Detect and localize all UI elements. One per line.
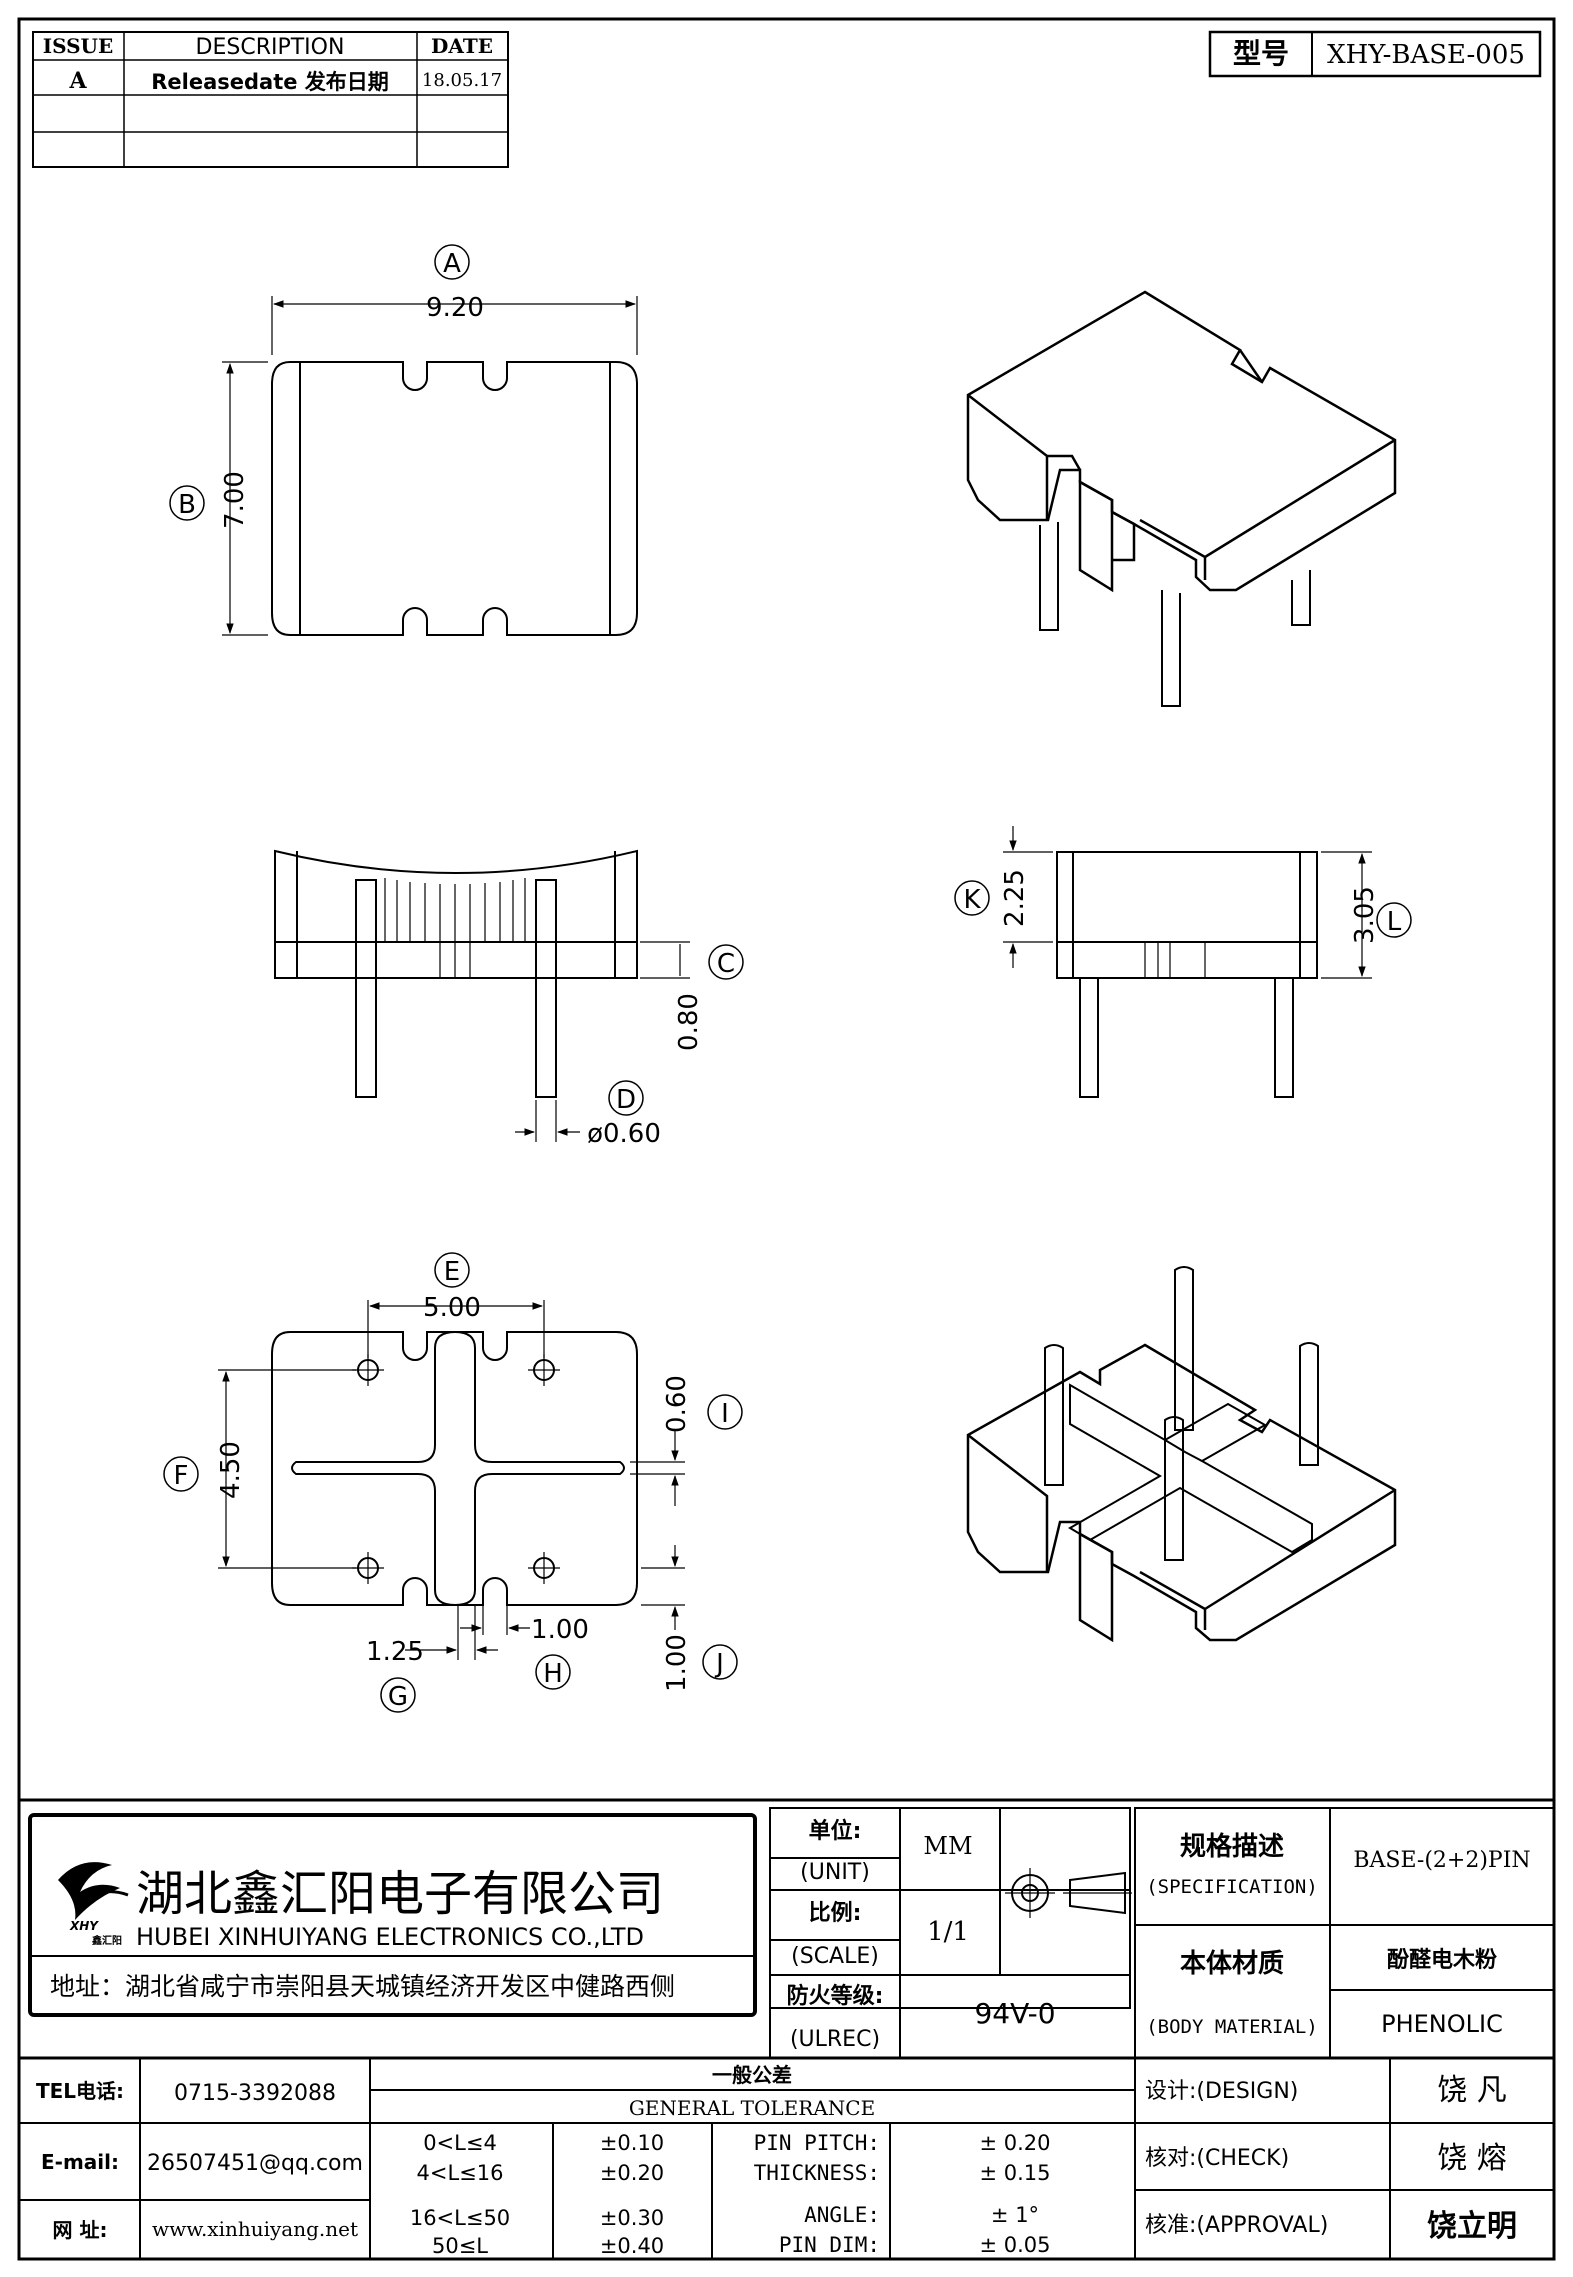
dim-g-value: 1.25 bbox=[366, 1637, 424, 1667]
dim-l-label: L bbox=[1387, 907, 1402, 937]
scale-cn: 比例: bbox=[809, 1901, 862, 1926]
tol-value-1: ±0.10 bbox=[600, 2131, 664, 2155]
fire-en: (ULREC) bbox=[790, 2027, 880, 2052]
tol-range-1: 0<L≤4 bbox=[423, 2131, 497, 2155]
company-address: 地址：湖北省咸宁市崇阳县天城镇经济开发区中健路西侧 bbox=[50, 1972, 675, 2001]
tolerance-cn: 一般公差 bbox=[712, 2063, 792, 2087]
tolerance-en: GENERAL TOLERANCE bbox=[629, 2096, 875, 2120]
company-name-cn: 湖北鑫汇阳电子有限公司 bbox=[136, 1866, 664, 1922]
dim-h-value: 1.00 bbox=[531, 1615, 589, 1645]
title-block: XHY 鑫汇阳 湖北鑫汇阳电子有限公司 HUBEI XINHUIYANG ELE… bbox=[19, 1798, 1555, 2259]
dim-d-label: D bbox=[616, 1085, 636, 1115]
dim-b-value: 7.00 bbox=[220, 471, 250, 529]
company-name-en: HUBEI XINHUIYANG ELECTRONICS CO.,LTD bbox=[136, 1923, 644, 1951]
scale-en: (SCALE) bbox=[791, 1944, 879, 1969]
dim-e-value: 5.00 bbox=[423, 1293, 481, 1323]
email-label: E-mail: bbox=[41, 2150, 119, 2174]
side-view: 2.25 K 3.05 L bbox=[954, 826, 1412, 1098]
dim-g-label: G bbox=[388, 1682, 408, 1712]
description-header: DESCRIPTION bbox=[196, 35, 345, 60]
tol-item-value-1: ± 0.20 bbox=[979, 2131, 1050, 2155]
svg-text:XHY: XHY bbox=[69, 1919, 99, 1933]
tol-item-value-3: ± 1° bbox=[991, 2203, 1039, 2227]
material-value-en: PHENOLIC bbox=[1381, 2010, 1503, 2038]
spec-cn: 规格描述 bbox=[1180, 1831, 1284, 1862]
material-cn: 本体材质 bbox=[1180, 1949, 1284, 1979]
tol-value-2: ±0.20 bbox=[600, 2161, 664, 2185]
tol-range-2: 4<L≤16 bbox=[417, 2161, 504, 2185]
tol-range-4: 50≤L bbox=[432, 2234, 488, 2258]
tol-item-value-2: ± 0.15 bbox=[979, 2161, 1050, 2185]
date-value: 18.05.17 bbox=[422, 70, 502, 91]
issue-value: A bbox=[68, 68, 87, 94]
dim-e-label: E bbox=[444, 1257, 460, 1287]
date-header: DATE bbox=[431, 34, 493, 58]
dim-k-label: K bbox=[963, 885, 981, 915]
check-label: 核对:(CHECK) bbox=[1145, 2146, 1289, 2171]
tol-value-3: ±0.30 bbox=[600, 2206, 664, 2230]
revision-table: ISSUE DESCRIPTION DATE A Releasedate 发布日… bbox=[32, 31, 509, 168]
projection-symbol bbox=[1005, 1868, 1132, 1918]
model-value: XHY-BASE-005 bbox=[1327, 40, 1525, 70]
model-label: 型号 bbox=[1233, 37, 1289, 70]
dim-i-label: I bbox=[721, 1399, 729, 1429]
tel-value: 0715-3392088 bbox=[174, 2081, 336, 2106]
tol-item-3: ANGLE: bbox=[804, 2203, 880, 2227]
dim-j-label: J bbox=[714, 1649, 724, 1679]
bottom-view: 5.00 E 4.50 F 0.60 I 1.00 J 1.25 G bbox=[163, 1252, 743, 1713]
dim-i-value: 0.60 bbox=[662, 1375, 692, 1433]
web-value: www.xinhuiyang.net bbox=[152, 2217, 358, 2241]
dim-k-value: 2.25 bbox=[1000, 869, 1030, 927]
design-label: 设计:(DESIGN) bbox=[1145, 2079, 1298, 2104]
dim-f-value: 4.50 bbox=[216, 1441, 246, 1499]
tol-item-value-4: ± 0.05 bbox=[979, 2233, 1050, 2257]
tol-value-4: ±0.40 bbox=[600, 2234, 664, 2258]
dim-d-value: ø0.60 bbox=[587, 1119, 661, 1149]
dim-l-value: 3.05 bbox=[1350, 886, 1380, 944]
email-value: 26507451@qq.com bbox=[147, 2151, 363, 2176]
approval-name: 饶立明 bbox=[1427, 2209, 1517, 2244]
web-label: 网 址: bbox=[53, 2218, 108, 2242]
dim-f-label: F bbox=[174, 1461, 189, 1491]
fire-cn: 防火等级: bbox=[787, 1983, 884, 2009]
svg-text:鑫汇阳: 鑫汇阳 bbox=[91, 1934, 122, 1947]
tol-item-1: PIN PITCH: bbox=[754, 2131, 880, 2155]
model-box: 型号 XHY-BASE-005 bbox=[1208, 30, 1542, 78]
unit-en: (UNIT) bbox=[800, 1860, 870, 1885]
dim-a-value: 9.20 bbox=[426, 293, 484, 323]
dim-h-label: H bbox=[543, 1659, 563, 1689]
check-name: 饶 熔 bbox=[1437, 2141, 1507, 2176]
dim-b-label: B bbox=[178, 490, 196, 520]
design-name: 饶 凡 bbox=[1437, 2073, 1507, 2108]
dim-c-label: C bbox=[717, 949, 735, 979]
approval-label: 核准:(APPROVAL) bbox=[1145, 2213, 1328, 2238]
iso-view-top bbox=[966, 290, 1397, 707]
spec-value: BASE-(2+2)PIN bbox=[1353, 1848, 1530, 1873]
top-view: 9.20 A 7.00 B bbox=[169, 244, 638, 636]
dim-c-value: 0.80 bbox=[674, 993, 704, 1051]
front-view: 0.80 C ø0.60 D bbox=[274, 849, 744, 1149]
company-logo: XHY 鑫汇阳 bbox=[58, 1862, 129, 1947]
spec-en: (SPECIFICATION) bbox=[1146, 1876, 1318, 1898]
tol-item-2: THICKNESS: bbox=[754, 2161, 880, 2185]
unit-cn: 单位: bbox=[809, 1818, 862, 1844]
fire-value: 94V-0 bbox=[974, 1997, 1055, 2030]
drawing-border bbox=[17, 17, 1556, 2261]
scale-value: 1/1 bbox=[927, 1917, 969, 1947]
dim-a-label: A bbox=[443, 249, 461, 279]
iso-view-bottom bbox=[966, 1266, 1397, 1643]
description-value: Releasedate 发布日期 bbox=[151, 70, 389, 94]
dim-j-value: 1.00 bbox=[662, 1634, 692, 1692]
material-en: (BODY MATERIAL) bbox=[1146, 2016, 1318, 2038]
issue-header: ISSUE bbox=[43, 34, 114, 58]
tel-label: TEL电话: bbox=[36, 2079, 124, 2103]
material-value-cn: 酚醛电木粉 bbox=[1387, 1948, 1497, 1973]
unit-value: MM bbox=[923, 1832, 972, 1860]
tol-range-3: 16<L≤50 bbox=[410, 2206, 510, 2230]
tol-item-4: PIN DIM: bbox=[779, 2233, 880, 2257]
